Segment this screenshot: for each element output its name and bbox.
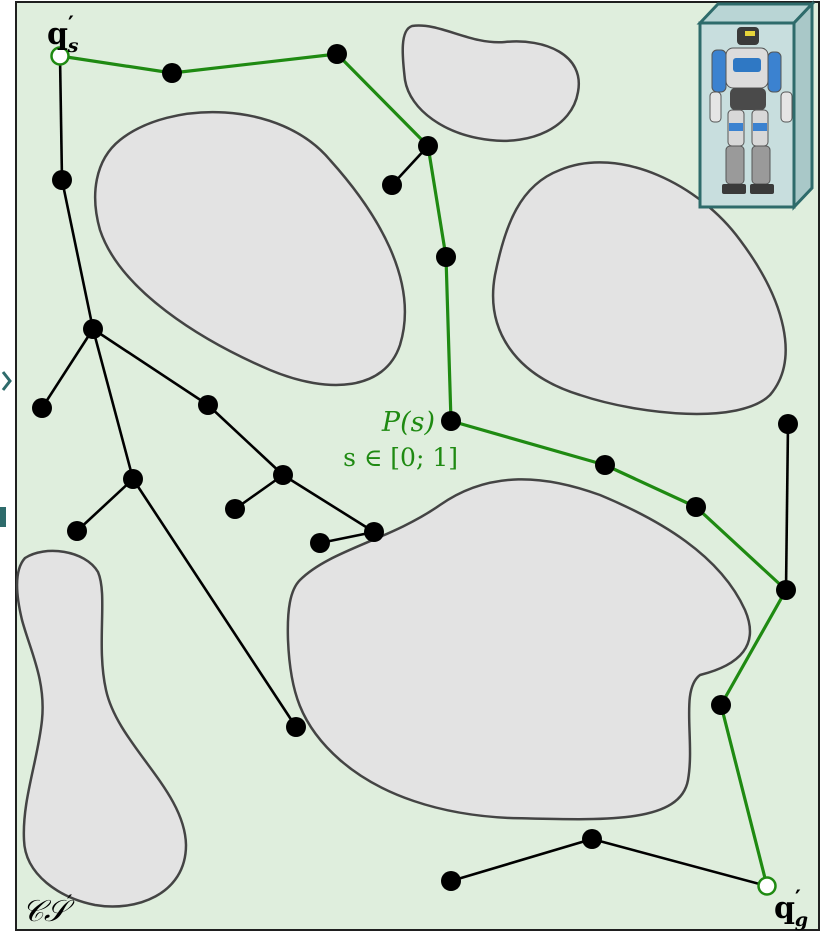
tree-node [83,319,103,339]
tree-node [776,580,796,600]
tree-node [327,44,347,64]
configuration-space-label: 𝒞𝒮′ [22,892,75,929]
tree-node [595,455,615,475]
goal-configuration-node [759,878,776,895]
cropped-bar-fragment [0,507,6,527]
tree-node [273,465,293,485]
tree-node [32,398,52,418]
tree-node [162,63,182,83]
tree-node [441,871,461,891]
path-name-label: P(s) [381,407,435,438]
cropped-arrow-fragment [3,372,10,390]
tree-node [364,522,384,542]
tree-node [286,717,306,737]
tree-node [225,499,245,519]
tree-node [436,247,456,267]
tree-node [686,497,706,517]
path-domain-label: s ∈ [0; 1] [343,443,458,472]
tree-node [441,411,461,431]
tree-node [582,829,602,849]
humanoid-robot-icon [700,4,812,207]
tree-node [52,170,72,190]
tree-node [418,136,438,156]
tree-node [198,395,218,415]
tree-node [67,521,87,541]
tree-node [123,469,143,489]
tree-node [711,695,731,715]
tree-node [778,414,798,434]
tree-node [310,533,330,553]
tree-node [382,175,402,195]
